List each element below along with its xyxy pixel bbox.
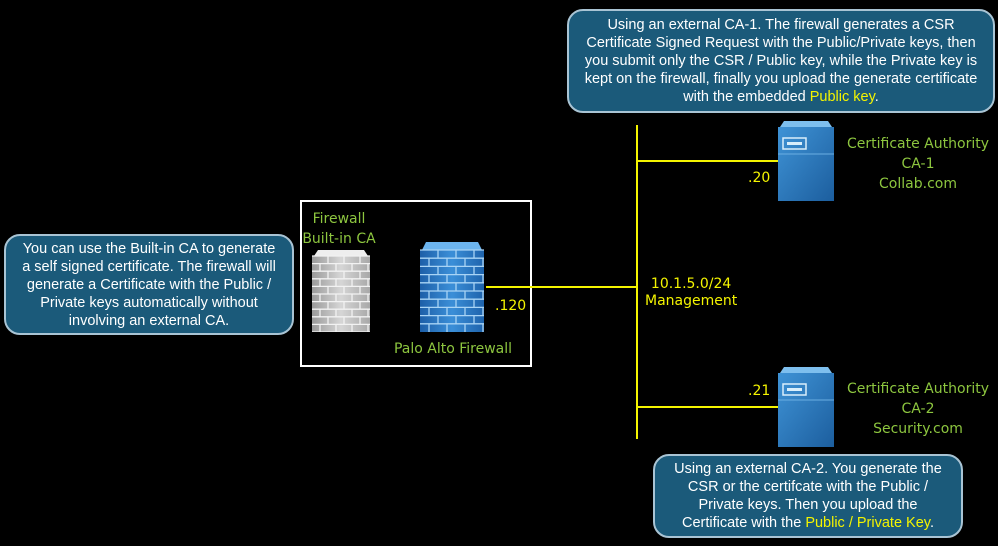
- callout-builtin-ca: You can use the Built-in CA to generate …: [4, 234, 294, 335]
- ca2-label-line3: Security.com: [873, 421, 963, 437]
- ca2-link: [637, 406, 781, 408]
- ca1-label-line3: Collab.com: [879, 176, 957, 192]
- ca2-label-line1: Certificate Authority: [847, 381, 989, 397]
- callout-ca1-end: .: [874, 89, 879, 105]
- callout-ca2-highlight: Public / Private Key: [805, 515, 930, 531]
- ca1-link: [637, 160, 781, 162]
- palo-alto-label: Palo Alto Firewall: [393, 341, 513, 357]
- ca2-label-line2: CA-2: [901, 401, 935, 417]
- ca2-label: Certificate Authority CA-2 Security.com: [840, 379, 996, 439]
- builtin-ca-label: Firewall Built-in CA: [300, 209, 378, 249]
- ca2-ip: .21: [748, 383, 771, 399]
- callout-ca1-highlight: Public key: [809, 89, 875, 105]
- ca2-server-icon: [778, 367, 834, 447]
- ca1-ip: .20: [748, 170, 771, 186]
- builtin-ca-label-line2: Built-in CA: [302, 231, 376, 247]
- callout-ca1: Using an external CA-1. The firewall gen…: [567, 9, 995, 113]
- network-subnet: 10.1.5.0/24: [650, 276, 732, 292]
- palo-alto-firewall-icon: [420, 242, 484, 332]
- callout-builtin-text: You can use the Built-in CA to generate …: [22, 240, 276, 329]
- callout-ca2-text: Using an external CA-2. You generate the…: [674, 461, 942, 531]
- builtin-ca-label-line1: Firewall: [312, 211, 366, 227]
- callout-ca1-text: Using an external CA-1. The firewall gen…: [584, 17, 978, 105]
- builtin-ca-firewall-icon: [312, 250, 370, 332]
- ca1-server-icon: [778, 121, 834, 201]
- palo-alto-ip: .120: [495, 298, 527, 314]
- ca1-label-line1: Certificate Authority: [847, 136, 989, 152]
- callout-ca2: Using an external CA-2. You generate the…: [653, 454, 963, 538]
- firewall-group-box: [300, 200, 532, 367]
- ca1-label-line2: CA-1: [901, 156, 935, 172]
- management-segment: [636, 125, 638, 439]
- ca1-label: Certificate Authority CA-1 Collab.com: [840, 134, 996, 194]
- network-name: Management: [645, 293, 738, 309]
- callout-ca2-end: .: [929, 515, 934, 531]
- fw-to-switch-link: [486, 286, 638, 288]
- management-network-label: 10.1.5.0/24 Management: [645, 276, 737, 310]
